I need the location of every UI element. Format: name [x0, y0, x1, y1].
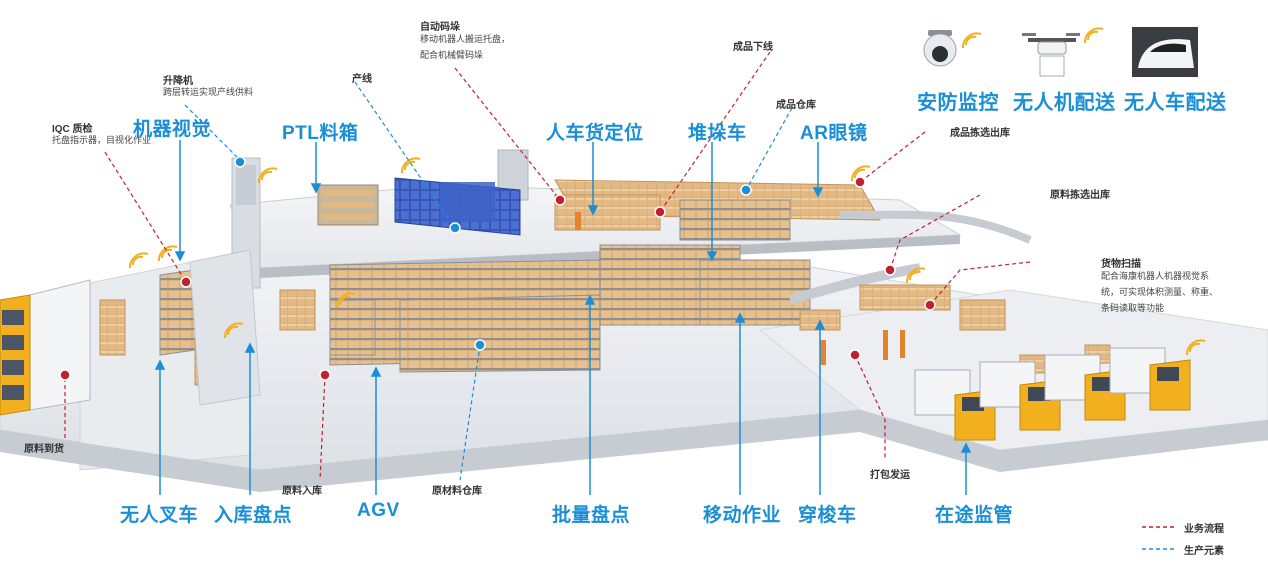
label-agv: AGV — [357, 500, 400, 521]
feature-autonomous-vehicle-delivery: 无人车配送 — [1124, 92, 1227, 114]
label-raw-pick-out: 原料拣选出库 — [1050, 190, 1110, 201]
drone-icon — [1022, 33, 1080, 77]
marker-dots — [59, 156, 936, 381]
legend-business-label: 业务流程 — [1184, 524, 1224, 535]
label-production-line: 产线 — [352, 74, 372, 85]
label-finished-pick-out: 成品拣选出库 — [950, 128, 1010, 139]
label-iqc: IQC 质检 — [52, 124, 93, 135]
label-machine-vision: 机器视觉 — [133, 119, 212, 140]
label-mobile-work: 移动作业 — [703, 505, 782, 526]
label-stacker: 堆垛车 — [688, 123, 747, 144]
label-ptl-box: PTL料箱 — [282, 123, 359, 144]
legend-production-label: 生产元素 — [1184, 546, 1224, 557]
outbound-trucks — [914, 347, 1191, 441]
security-camera-icon — [923, 30, 957, 67]
label-finished-offline: 成品下线 — [733, 42, 773, 53]
label-shuttle: 穿梭车 — [798, 505, 857, 526]
label-raw-arrival: 原料到货 — [24, 444, 64, 455]
label-auto-stacking-desc2: 配合机械臂码垛 — [420, 50, 484, 60]
label-goods-scan-desc2: 统，可实现体积测量、称重、 — [1101, 287, 1219, 297]
label-person-goods-locate: 人车货定位 — [546, 123, 644, 144]
autonomous-vehicle-icon — [1132, 27, 1198, 77]
label-auto-stacking: 自动码垛 — [420, 22, 460, 33]
label-ar-glasses: AR眼镜 — [800, 123, 868, 144]
label-goods-scan-desc1: 配合海康机器人机器视觉系 — [1101, 271, 1210, 281]
production-leaders — [184, 81, 793, 481]
label-arrows — [154, 140, 972, 495]
label-goods-scan-desc3: 条码读取等功能 — [1101, 303, 1165, 313]
label-in-transit: 在途监管 — [935, 505, 1014, 526]
label-iqc-desc: 托盘指示器，目视化作业 — [52, 135, 152, 145]
label-goods-scan: 货物扫描 — [1101, 259, 1141, 270]
feature-security-monitoring: 安防监控 — [917, 92, 999, 114]
label-lift-desc: 跨层转运实现产线供料 — [163, 87, 254, 97]
label-raw-warehouse: 原材料仓库 — [432, 486, 482, 497]
inbound-trucks — [0, 279, 91, 416]
label-lift: 升降机 — [163, 76, 193, 87]
label-unmanned-forklift: 无人叉车 — [120, 505, 199, 526]
label-auto-stacking-desc1: 移动机器人搬运托盘， — [420, 34, 511, 44]
feature-drone-delivery: 无人机配送 — [1013, 92, 1116, 114]
label-pack-ship: 打包发运 — [870, 470, 910, 481]
label-finished-warehouse: 成品仓库 — [776, 100, 816, 111]
business-leaders — [64, 51, 1031, 481]
wireless-signals — [128, 27, 1206, 356]
label-inbound-inventory: 入库盘点 — [214, 505, 293, 526]
label-raw-inbound: 原料入库 — [282, 486, 322, 497]
label-batch-inventory: 批量盘点 — [552, 505, 631, 526]
